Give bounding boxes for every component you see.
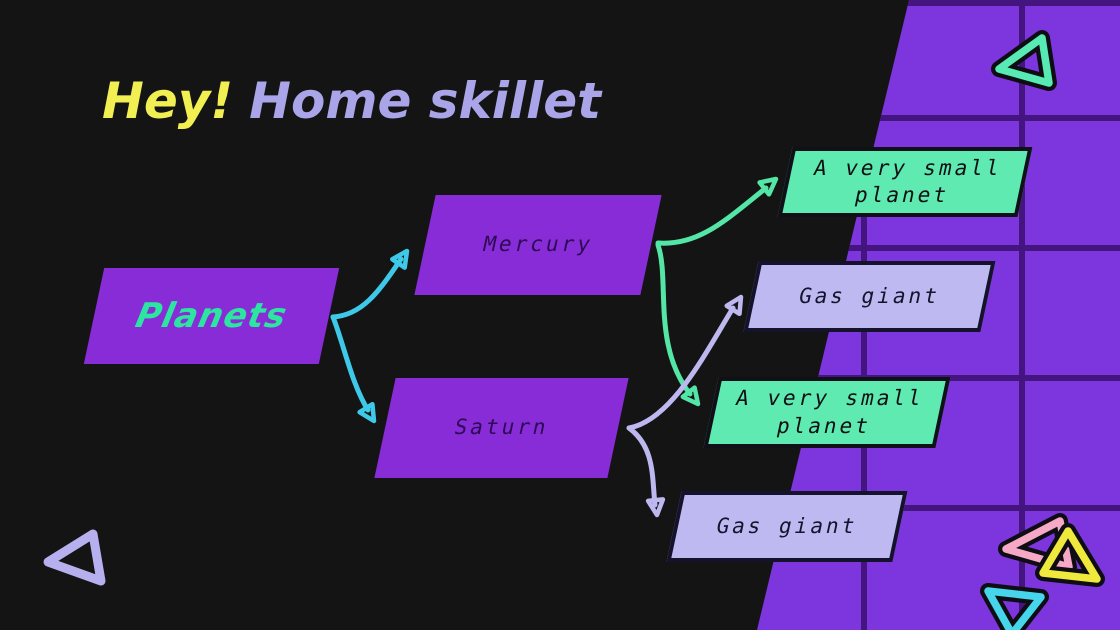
edge-saturn-gas-giant-bottom <box>626 425 666 518</box>
triangle-decoration-cyan <box>980 583 1049 630</box>
node-saturn[interactable]: Saturn <box>374 378 629 478</box>
node-small-planet-bottom[interactable]: A very small planet <box>703 377 951 448</box>
node-planets-label: Planets <box>132 295 291 336</box>
triangle-decoration-bottom-left <box>43 529 106 586</box>
slide-title[interactable]: Hey! Home skillet <box>102 72 601 130</box>
node-gas-giant-bottom-label: Gas giant <box>714 513 861 538</box>
title-accent-word: Hey! <box>102 72 234 130</box>
grid-line <box>757 245 1120 251</box>
title-rest-text: Home skillet <box>249 72 602 130</box>
node-gas-giant-top-label: Gas giant <box>796 283 943 308</box>
edge-planets-mercury <box>330 248 410 320</box>
grid-line <box>757 505 1120 511</box>
node-mercury-label: Mercury <box>480 232 596 257</box>
node-small-planet-top-label: A very small planet <box>811 155 1005 207</box>
grid-line <box>1019 0 1025 630</box>
grid-line <box>757 115 1120 121</box>
edge-mercury-small-planet-top <box>655 176 779 246</box>
edge-mercury-small-planet-bottom <box>655 242 701 407</box>
node-small-planet-bottom-label: A very small planet <box>733 386 927 438</box>
node-mercury[interactable]: Mercury <box>414 195 662 295</box>
node-small-planet-top[interactable]: A very small planet <box>777 147 1033 217</box>
grid-line <box>757 0 1120 6</box>
node-planets[interactable]: Planets <box>83 268 340 364</box>
triangle-decoration-top-right <box>991 30 1057 91</box>
node-saturn-label: Saturn <box>452 415 552 440</box>
edge-planets-saturn <box>330 314 377 424</box>
triangle-decoration-yellow <box>1035 523 1105 587</box>
node-gas-giant-bottom[interactable]: Gas giant <box>666 491 908 562</box>
node-gas-giant-top[interactable]: Gas giant <box>743 261 996 332</box>
edge-saturn-gas-giant-top <box>626 294 744 431</box>
